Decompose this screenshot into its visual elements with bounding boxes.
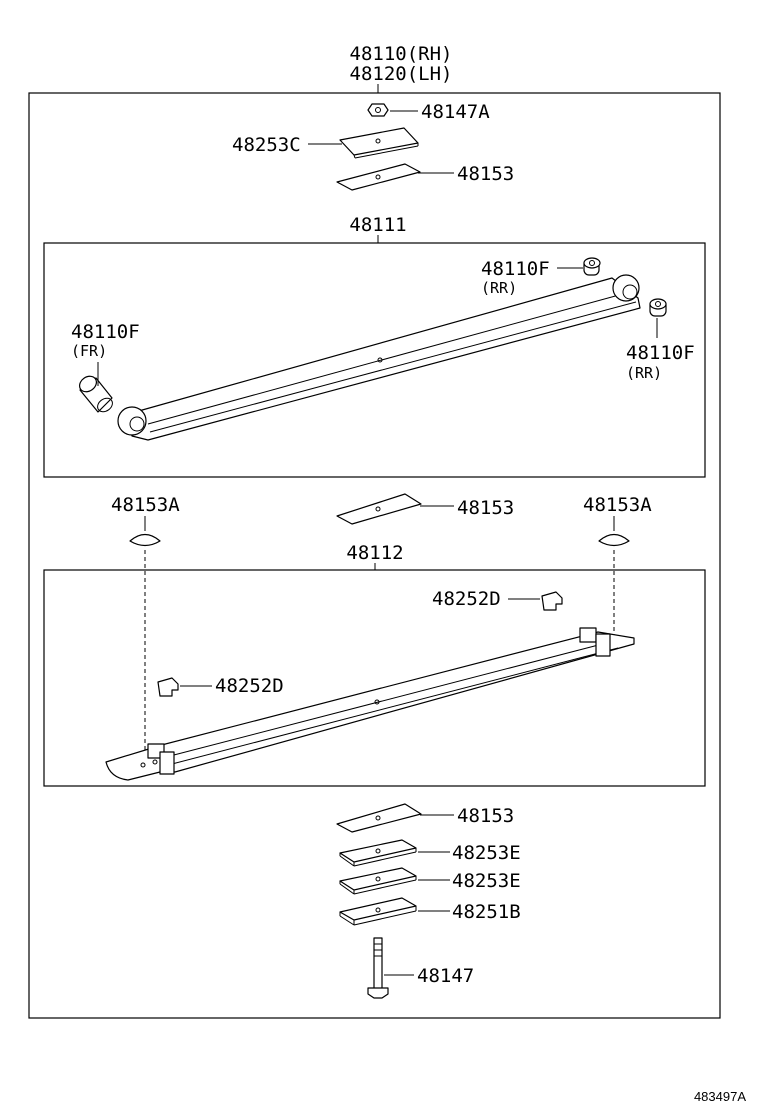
leaf-spring-upper (117, 274, 641, 441)
figure-number: 483497A (694, 1089, 746, 1104)
title-lh: 48120(LH) (350, 63, 453, 85)
label-48153-middle: 48153 (457, 497, 514, 519)
label-48110f-rr-lower: 48110F (626, 342, 695, 364)
title-rh: 48110(RH) (350, 43, 453, 65)
leaf-spring-lower (105, 627, 635, 781)
label-48153-bottom: 48153 (457, 805, 514, 827)
pad-48153-top (336, 163, 454, 191)
label-48147: 48147 (417, 965, 474, 987)
plate-48253e-1 (339, 839, 450, 867)
outer-frame (28, 92, 721, 1019)
label-48153a-right: 48153A (583, 494, 652, 516)
bushing-48110f-rr-upper (557, 257, 601, 276)
pad-48153-bottom (336, 803, 454, 833)
label-48253e-1: 48253E (452, 842, 521, 864)
clip-48252d-left (157, 677, 212, 697)
plate-48253c (308, 127, 419, 159)
label-48251b: 48251B (452, 901, 521, 923)
label-48110f-fr: 48110F (71, 321, 140, 343)
label-48252d-right: 48252D (432, 588, 501, 610)
label-48253c: 48253C (232, 134, 301, 156)
bolt-48147 (367, 937, 414, 999)
plate-48251b (339, 897, 450, 926)
label-48111: 48111 (349, 214, 406, 236)
note-rr-lower: (RR) (626, 364, 662, 382)
upper-assembly-frame (43, 242, 706, 478)
label-48252d-left: 48252D (215, 675, 284, 697)
nut-48147a (367, 103, 418, 117)
note-rr-upper: (RR) (481, 279, 517, 297)
label-48153-top: 48153 (457, 163, 514, 185)
bushing-48110f-fr (79, 362, 113, 413)
lower-assembly-frame (43, 569, 706, 787)
label-48112: 48112 (346, 542, 403, 564)
label-48153a-left: 48153A (111, 494, 180, 516)
label-48253e-2: 48253E (452, 870, 521, 892)
bushing-48110f-rr-lower (649, 298, 667, 338)
label-48147a: 48147A (421, 101, 490, 123)
pad-48153-middle (336, 493, 454, 525)
label-48110f-rr-upper: 48110F (481, 258, 550, 280)
plate-48253e-2 (339, 867, 450, 895)
clip-48252d-right (508, 591, 563, 611)
bumper-48153a-right (598, 533, 630, 547)
bumper-48153a-left (129, 533, 161, 547)
note-fr: (FR) (71, 342, 107, 360)
